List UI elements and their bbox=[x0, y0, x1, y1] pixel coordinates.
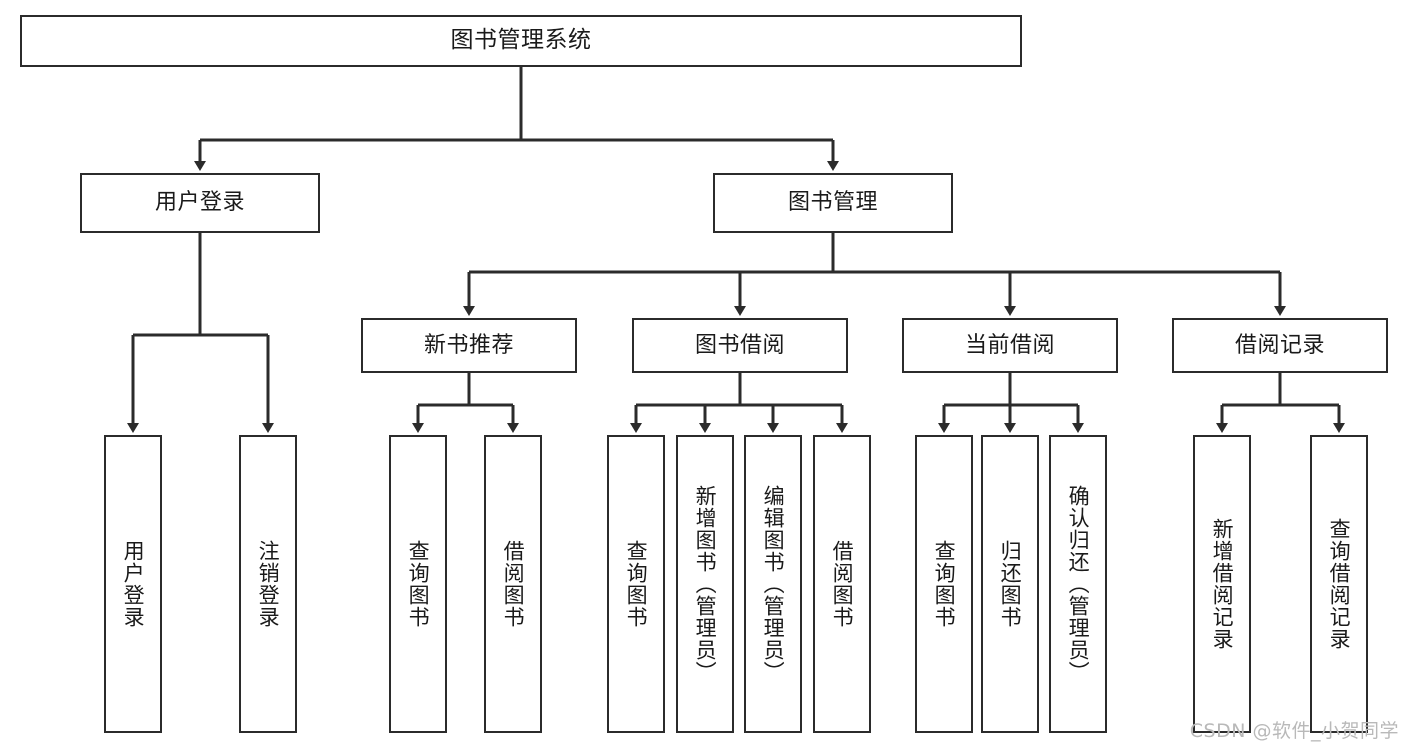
node-user-login[interactable]: 用户登录 bbox=[80, 173, 320, 233]
node-return-book-label: 归还图书 bbox=[998, 540, 1023, 628]
node-borrow-book-2[interactable]: 借阅图书 bbox=[813, 435, 871, 733]
node-query-book-3-label: 查询图书 bbox=[932, 540, 957, 628]
node-add-record[interactable]: 新增借阅记录 bbox=[1193, 435, 1251, 733]
node-login-label: 用户登录 bbox=[121, 540, 146, 628]
node-login[interactable]: 用户登录 bbox=[104, 435, 162, 733]
node-add-book-label: 新增图书（管理员） bbox=[693, 485, 718, 683]
node-add-record-label: 新增借阅记录 bbox=[1210, 518, 1235, 650]
node-borrow-book-1[interactable]: 借阅图书 bbox=[484, 435, 542, 733]
node-query-record[interactable]: 查询借阅记录 bbox=[1310, 435, 1368, 733]
node-root[interactable]: 图书管理系统 bbox=[20, 15, 1022, 67]
node-borrow-record-label: 借阅记录 bbox=[1234, 332, 1325, 358]
node-edit-book[interactable]: 编辑图书（管理员） bbox=[744, 435, 802, 733]
node-book-manage[interactable]: 图书管理 bbox=[713, 173, 953, 233]
node-borrow-book-1-label: 借阅图书 bbox=[501, 540, 526, 628]
node-edit-book-label: 编辑图书（管理员） bbox=[761, 485, 786, 683]
node-book-borrow[interactable]: 图书借阅 bbox=[632, 318, 848, 373]
node-confirm-return[interactable]: 确认归还（管理员） bbox=[1049, 435, 1107, 733]
node-query-book-2-label: 查询图书 bbox=[624, 540, 649, 628]
node-logout[interactable]: 注销登录 bbox=[239, 435, 297, 733]
node-query-book-3[interactable]: 查询图书 bbox=[915, 435, 973, 733]
node-book-manage-label: 图书管理 bbox=[787, 190, 878, 216]
node-book-borrow-label: 图书借阅 bbox=[694, 332, 785, 358]
node-new-book-recommend[interactable]: 新书推荐 bbox=[361, 318, 577, 373]
node-query-record-label: 查询借阅记录 bbox=[1327, 518, 1352, 650]
node-confirm-return-label: 确认归还（管理员） bbox=[1066, 485, 1091, 683]
node-query-book-2[interactable]: 查询图书 bbox=[607, 435, 665, 733]
node-borrow-book-2-label: 借阅图书 bbox=[830, 540, 855, 628]
node-add-book[interactable]: 新增图书（管理员） bbox=[676, 435, 734, 733]
node-borrow-record[interactable]: 借阅记录 bbox=[1172, 318, 1388, 373]
watermark-text: CSDN @软件_小贺同学 bbox=[1189, 720, 1399, 742]
node-query-book-1-label: 查询图书 bbox=[406, 540, 431, 628]
node-new-book-recommend-label: 新书推荐 bbox=[423, 332, 514, 358]
node-current-borrow[interactable]: 当前借阅 bbox=[902, 318, 1118, 373]
node-current-borrow-label: 当前借阅 bbox=[964, 332, 1055, 358]
node-user-login-label: 用户登录 bbox=[154, 190, 245, 216]
node-query-book-1[interactable]: 查询图书 bbox=[389, 435, 447, 733]
node-root-label: 图书管理系统 bbox=[450, 27, 592, 54]
node-return-book[interactable]: 归还图书 bbox=[981, 435, 1039, 733]
node-logout-label: 注销登录 bbox=[256, 540, 281, 628]
